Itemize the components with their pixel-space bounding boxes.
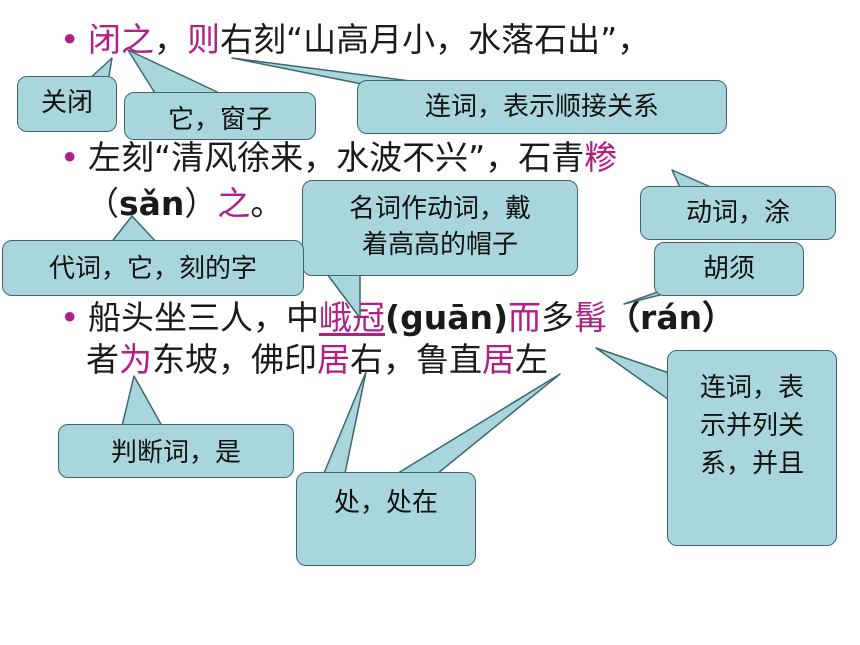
sentence-line-5: 者为东坡，佛印居右，鲁直居左 [86,340,548,380]
punct-comma: ， [154,20,187,59]
word-eguan: 峨冠 [319,298,385,337]
pinyin-san: sǎn [119,184,185,223]
word-ju-2: 居 [482,340,515,379]
pinyin-ran: （rán） [607,298,736,337]
note-panduanci: 判断词，是 [58,424,294,478]
line1-rest-text: 右刻“山高月小，水落石出”， [220,20,651,59]
note-mingci: 名词作动词，戴 着高高的帽子 [302,180,578,276]
note-binglie-line-1: 连词，表 [699,373,804,403]
line5-text: 东坡，佛印 [152,340,317,379]
line4-text: 船头坐三人，中 [88,298,319,337]
sentence-line-3: （sǎn）之。 [86,184,283,224]
pointer-chu-1 [321,371,367,479]
bullet-marker: • [60,20,80,59]
pointer-lianci-binglie [595,347,673,403]
word-bi: 闭 [88,20,121,59]
pointer-chu-2 [389,373,561,479]
note-binglie-line-3: 系，并且 [699,449,804,479]
note-mingci-line-2: 着高高的帽子 [361,230,518,260]
line2-text: 左刻“清风徐来，水波不兴”，石青 [88,138,585,177]
note-mingci-line-1: 名词作动词，戴 [348,194,531,224]
bullet-marker: • [60,298,80,337]
word-ju-1: 居 [317,340,350,379]
note-chu: 处，处在 [296,472,476,566]
word-san: 糁 [584,138,618,177]
word-zuo: 左 [515,340,548,379]
word-ran: 髯 [574,298,608,337]
sentence-line-1: •闭之，则右刻“山高月小，水落石出”， [60,20,650,60]
word-zhi: 之 [121,20,154,59]
note-lianci-shunjie: 连词，表示顺接关系 [357,80,727,134]
sentence-line-4: •船头坐三人，中峨冠(guān)而多髯（rán） [60,298,735,338]
bullet-marker: • [60,138,80,177]
note-lianci-binglie: 连词，表 示并列关 系，并且 [667,350,837,546]
paren-close: ） [184,184,218,223]
paren-open: （ [86,184,119,223]
note-daici: 代词，它，刻的字 [2,240,304,296]
note-dongci-tu: 动词，涂 [640,186,836,240]
word-er: 而 [508,298,542,337]
word-wei: 为 [119,340,152,379]
note-guanbi: 关闭 [17,76,117,132]
note-binglie-line-2: 示并列关 [699,411,804,441]
sentence-line-2: •左刻“清风徐来，水波不兴”，石青糁 [60,138,617,178]
word-ze: 则 [187,20,220,59]
pointer-panduanci [121,375,163,427]
word-zhe: 者 [86,340,119,379]
line5-text-2: 右，鲁直 [350,340,482,379]
word-duo: 多 [541,298,575,337]
note-huxu: 胡须 [654,242,804,296]
punct-period: 。 [250,184,284,223]
word-zhi-2: 之 [217,184,251,223]
pinyin-guan: (guān) [385,298,509,337]
note-ta-chuangzi: 它，窗子 [124,92,316,140]
